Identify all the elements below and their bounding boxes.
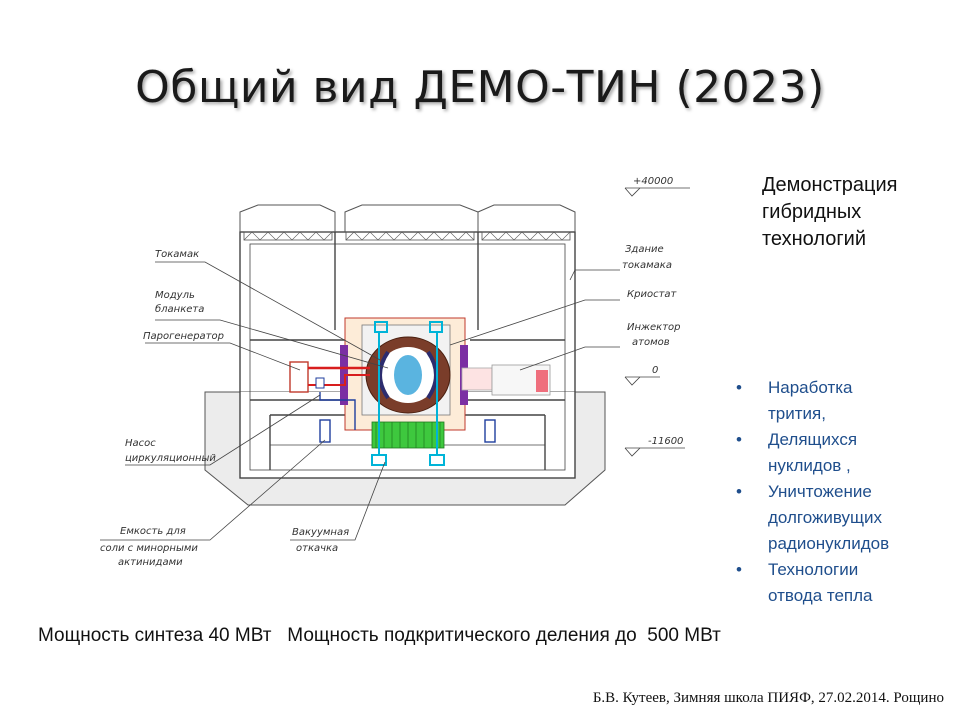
bullet-dot-icon: • bbox=[736, 378, 742, 397]
label-tank-1: Емкость для bbox=[120, 526, 186, 537]
bullet-line: нуклидов , bbox=[768, 456, 851, 475]
bullet-line: радионуклидов bbox=[768, 534, 890, 553]
power-summary: Мощность синтеза 40 МВт Мощность подкрит… bbox=[38, 625, 721, 646]
elevation-top: +40000 bbox=[633, 176, 673, 187]
atom-injector bbox=[461, 364, 551, 396]
side-heading-line: технологий bbox=[762, 228, 867, 250]
label-blanket-module-2: бланкета bbox=[155, 303, 204, 315]
side-heading-line: Демонстрация bbox=[762, 174, 898, 196]
label-pump-1: Насос bbox=[125, 438, 156, 449]
label-tank-3: актинидами bbox=[118, 557, 183, 568]
elevation-zero: 0 bbox=[652, 365, 658, 376]
bullet-line: долгоживущих bbox=[768, 508, 883, 527]
label-building-1: Здание bbox=[625, 244, 664, 255]
label-blanket-module-1: Модуль bbox=[155, 290, 195, 301]
label-vacuum-pump-1: Вакуумная bbox=[292, 527, 349, 538]
bullet-item: • Технологии отвода тепла bbox=[736, 557, 956, 609]
steam-generator-loop bbox=[289, 361, 496, 443]
label-injector-2: атомов bbox=[632, 337, 670, 348]
roof-trusses bbox=[239, 204, 576, 241]
bullet-dot-icon: • bbox=[736, 482, 742, 501]
label-vacuum-pump-2: откачка bbox=[296, 543, 338, 554]
bullet-item: • Уничтожение долгоживущих радионуклидов bbox=[736, 479, 956, 557]
label-cryostat: Криостат bbox=[627, 289, 678, 300]
leader-lines bbox=[100, 261, 620, 541]
bullet-item: • Делящихся нуклидов , bbox=[736, 427, 956, 479]
label-tank-2: соли с минорными bbox=[100, 543, 198, 554]
lower-green-section bbox=[371, 332, 445, 466]
footer-credit: Б.В. Кутеев, Зимняя школа ПИЯФ, 27.02.20… bbox=[592, 690, 944, 706]
bullet-list: • Наработка трития, • Делящихся нуклидов… bbox=[736, 375, 956, 609]
label-building-2: токамака bbox=[622, 260, 672, 271]
bullet-line: Наработка bbox=[768, 378, 853, 397]
bullet-line: Технологии bbox=[768, 560, 859, 579]
bullet-line: Делящихся bbox=[768, 430, 858, 449]
label-tokamak: Токамак bbox=[155, 249, 199, 260]
slide-title: Общий вид ДЕМО-ТИН (2023) bbox=[135, 62, 825, 113]
side-heading: Демонстрация гибридных технологий bbox=[762, 172, 952, 253]
bullet-dot-icon: • bbox=[736, 560, 742, 579]
bullet-dot-icon: • bbox=[736, 430, 742, 449]
side-heading-line: гибридных bbox=[762, 201, 862, 223]
label-pump-2: циркуляционный bbox=[125, 453, 216, 464]
tokamak-building-diagram: +40000 0 -11600 Токамак Модуль бланкета … bbox=[100, 176, 690, 568]
label-steam-generator: Парогенератор bbox=[143, 331, 224, 342]
bullet-item: • Наработка трития, bbox=[736, 375, 956, 427]
bullet-line: Уничтожение bbox=[768, 482, 872, 501]
ground-section bbox=[204, 391, 606, 506]
label-injector-1: Инжектор bbox=[627, 322, 681, 333]
bullet-line: трития, bbox=[768, 404, 826, 423]
elevation-markers bbox=[624, 187, 690, 457]
bullet-line: отвода тепла bbox=[768, 586, 873, 605]
elevation-bottom: -11600 bbox=[648, 436, 683, 447]
